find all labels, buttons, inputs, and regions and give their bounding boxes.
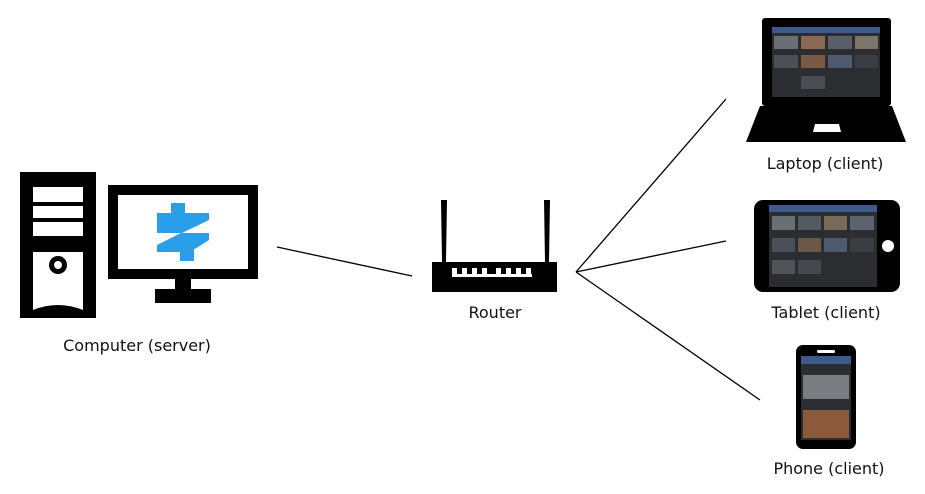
- edge-router-phone: [575, 271, 761, 401]
- laptop-icon: [746, 18, 906, 142]
- wifi-router-icon: [432, 200, 557, 292]
- edge-server-router: [276, 246, 413, 277]
- phone-label: Phone (client): [773, 459, 885, 478]
- server-label: Computer (server): [63, 336, 211, 355]
- tablet-label: Tablet (client): [771, 303, 881, 322]
- router-label: Router: [468, 303, 522, 322]
- edge-router-tablet: [575, 240, 727, 273]
- edge-router-laptop: [575, 98, 727, 273]
- connections: [276, 98, 761, 401]
- laptop-label: Laptop (client): [766, 154, 884, 173]
- tablet-icon: [754, 200, 900, 292]
- app-logo-icon: [157, 203, 209, 261]
- smartphone-icon: [796, 345, 856, 449]
- desktop-tower-icon: [20, 172, 96, 318]
